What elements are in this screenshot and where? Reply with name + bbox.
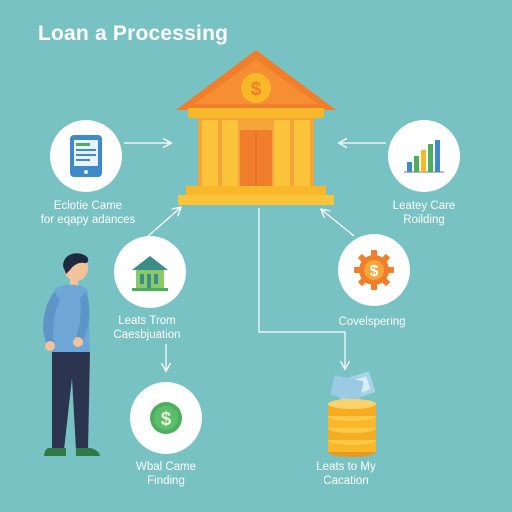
label-middle-left-line2: Caesbjuation xyxy=(113,329,181,341)
label-middle-right: Covelspering xyxy=(338,315,405,329)
label-bottom-left-line2: Finding xyxy=(147,475,185,487)
label-bottom-left: Wbal Came Finding xyxy=(136,460,196,488)
label-top-right-line1: Leatey Care xyxy=(392,200,456,212)
arrow-gear-to-bank xyxy=(322,210,355,237)
house-icon xyxy=(132,256,168,291)
arrow-house-to-bank xyxy=(145,208,180,239)
label-middle-left-line1: Leats Trom xyxy=(118,315,176,327)
label-bottom-right-line2: Cacation xyxy=(323,475,369,487)
node-chart xyxy=(388,120,460,192)
label-middle-left: Leats Trom Caesbjuation xyxy=(113,314,180,342)
bank-dollar-symbol: $ xyxy=(251,79,262,100)
node-tablet xyxy=(50,120,122,192)
gear-dollar-symbol: $ xyxy=(370,263,379,280)
label-bottom-left-line1: Wbal Came xyxy=(135,461,197,473)
tablet-document-icon xyxy=(70,135,102,177)
dollar-gear-icon: $ xyxy=(354,250,394,290)
label-top-left: Eclotie Came for eqapy adances xyxy=(41,199,136,227)
bar-chart-icon xyxy=(404,140,444,173)
label-top-left-line1: Eclotie Came xyxy=(53,200,123,212)
label-middle-right-line1: Covelspering xyxy=(338,316,406,328)
node-dollar: $ xyxy=(130,382,202,454)
dollar-coin-icon: $ xyxy=(150,402,182,434)
coin-dollar-symbol: $ xyxy=(161,409,172,430)
label-bottom-right-line1: Leats to My xyxy=(316,461,376,473)
bank-building-icon: $ xyxy=(176,50,336,205)
page-title: Loan a Processing xyxy=(38,22,229,45)
label-top-left-line2: for eqapy adances xyxy=(40,214,136,226)
node-house xyxy=(114,236,186,308)
label-bottom-right: Leats to My Cacation xyxy=(316,460,375,488)
label-top-right: Leatey Care Roilding xyxy=(393,199,456,227)
arrow-bank-to-coins xyxy=(258,208,345,368)
person-figure-icon xyxy=(43,253,100,456)
label-top-right-line2: Roilding xyxy=(403,214,445,226)
coin-stack-icon xyxy=(328,372,376,457)
node-gear: $ xyxy=(338,234,410,306)
